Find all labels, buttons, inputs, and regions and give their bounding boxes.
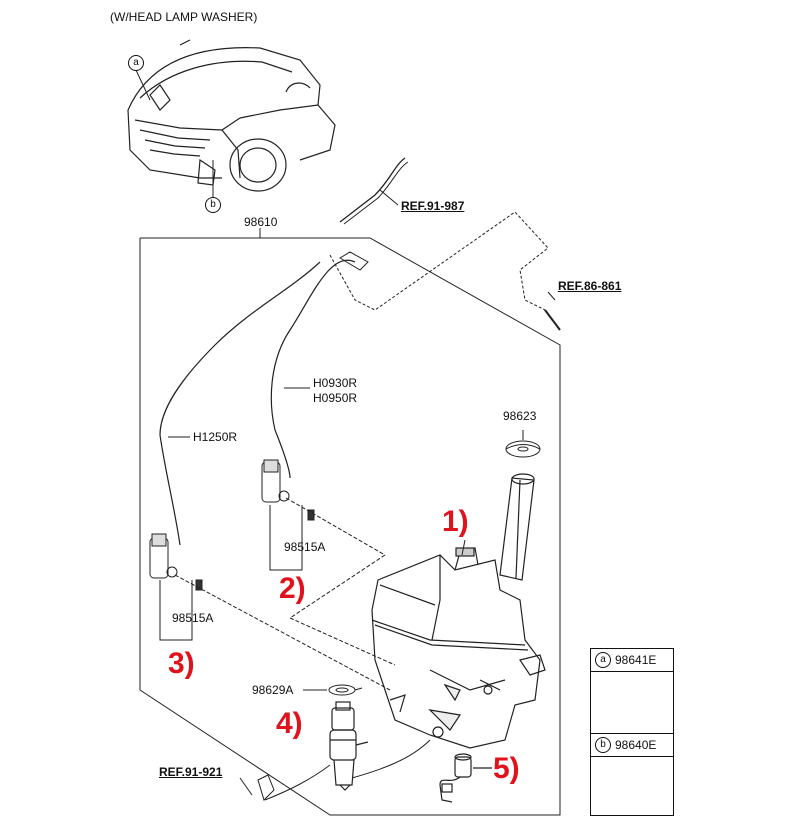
header-note: (W/HEAD LAMP WASHER) <box>110 10 258 24</box>
hose-label-h0930r: H0930R <box>313 376 358 390</box>
callout-3: 3) <box>168 647 195 680</box>
hose-top-ref <box>339 157 406 223</box>
filler-neck <box>499 473 535 581</box>
washer-pump <box>329 701 369 791</box>
ref-86-861-pipe <box>544 309 561 331</box>
tank-callout-leader <box>461 539 466 556</box>
nozzle-lower <box>149 533 391 691</box>
assembly-outline <box>139 237 561 816</box>
legend-marker-b: b <box>595 737 611 753</box>
legend-code-b: 98640E <box>615 738 657 752</box>
ref-91-921-fitting <box>257 774 275 801</box>
hose-label-h0950r: H0950R <box>313 391 358 405</box>
nozzle-lower-bracket <box>159 580 193 641</box>
grommet <box>303 684 363 696</box>
legend-row-b: b 98640E <box>591 733 673 757</box>
car-illustration <box>127 39 336 192</box>
callout-4: 4) <box>276 707 303 740</box>
nozzle-lower-code: 98515A <box>172 611 214 625</box>
hose-pump-ref <box>264 764 331 801</box>
legend-row-a: a 98641E <box>591 649 673 672</box>
nozzle-upper-bracket <box>269 505 303 571</box>
grommet-code: 98629A <box>252 683 294 697</box>
ref-91-987-leader <box>379 189 399 206</box>
cap-code: 98623 <box>503 409 537 423</box>
car-marker-b: b <box>205 197 221 213</box>
callout-5: 5) <box>493 752 520 785</box>
legend-marker-a: a <box>595 652 611 668</box>
callout-1: 1) <box>442 505 469 538</box>
legend-box: a 98641E b 98640E <box>590 648 674 816</box>
hose-label-h1250r: H1250R <box>193 430 238 444</box>
legend-code-a: 98641E <box>615 653 657 667</box>
hose-long <box>159 261 321 546</box>
cap <box>505 430 541 458</box>
callout-2: 2) <box>279 572 306 605</box>
hose-short <box>270 259 356 479</box>
car-marker-a: a <box>128 55 144 71</box>
hose-connector <box>339 251 369 271</box>
ref-91-921[interactable]: REF.91-921 <box>159 765 223 779</box>
assembly-code: 98610 <box>244 215 278 229</box>
ref-86-861-guide <box>329 211 549 311</box>
level-sensor <box>439 753 492 803</box>
nozzle-upper-code: 98515A <box>284 540 326 554</box>
hose-pump-tank <box>351 739 431 779</box>
marker-a-leader <box>135 69 151 101</box>
reservoir-tank <box>371 547 546 749</box>
ref-86-861[interactable]: REF.86-861 <box>558 279 622 293</box>
ref-91-987[interactable]: REF.91-987 <box>401 199 465 213</box>
